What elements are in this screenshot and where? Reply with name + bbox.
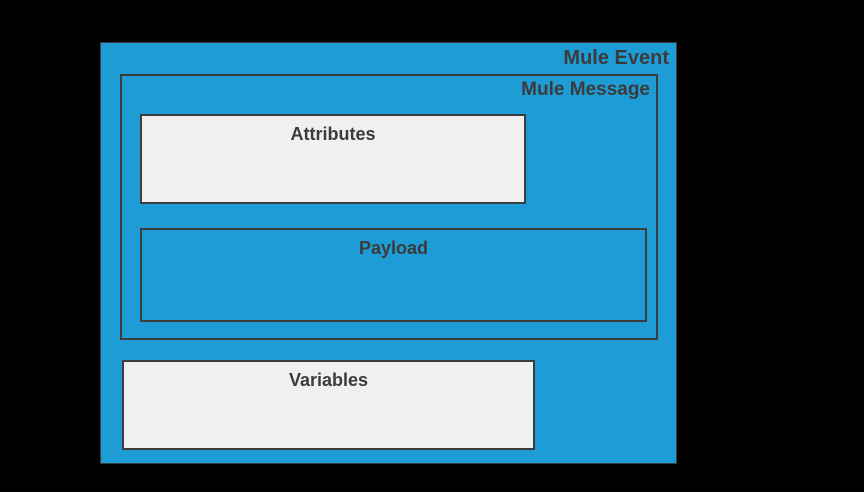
variables-box: Variables: [122, 360, 535, 450]
mule-message-title: Mule Message: [521, 79, 650, 100]
variables-label: Variables: [288, 370, 369, 390]
payload-box: Payload: [140, 228, 647, 322]
attributes-box: Attributes: [140, 114, 526, 204]
mule-event-container: Mule Event Mule Message Attributes Paylo…: [100, 42, 677, 464]
payload-label: Payload: [358, 238, 429, 258]
mule-message-container: Mule Message Attributes Payload: [120, 74, 658, 340]
attributes-label: Attributes: [290, 124, 376, 144]
mule-event-title: Mule Event: [563, 47, 669, 69]
